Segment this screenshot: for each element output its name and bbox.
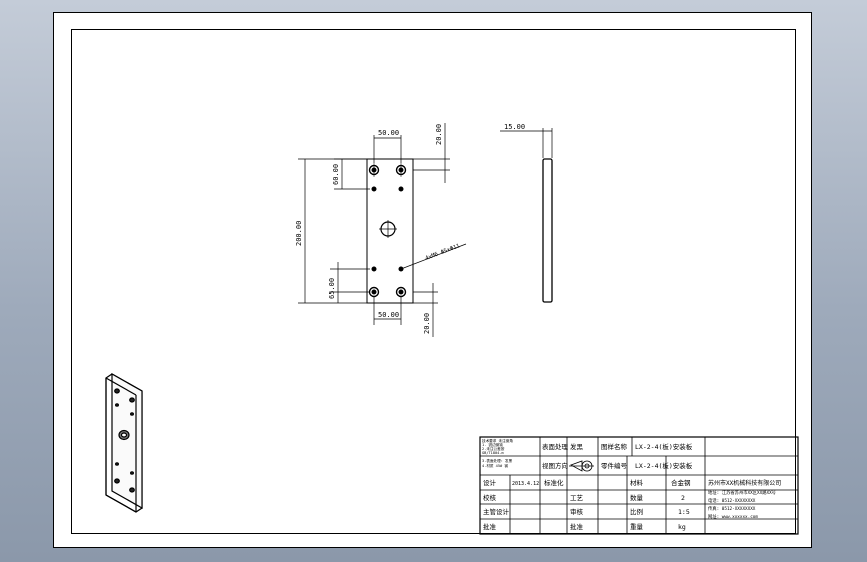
dim-hole-callout: 4xM6 Φ5xΦ11 xyxy=(425,243,461,262)
hole-center xyxy=(398,289,404,295)
std-label: 标准化 xyxy=(544,478,564,487)
approve-label: 批准 xyxy=(483,522,497,531)
design-date: 2013.4.12 xyxy=(512,481,539,487)
projection-symbol-icon xyxy=(569,460,594,472)
tech-note: 1. 锐边倒钝 xyxy=(482,442,503,447)
dim-top-width: 50.00 xyxy=(378,129,399,137)
surface-value: 发黑 xyxy=(570,442,584,451)
tech-note: 4.材质 45# 钢 xyxy=(482,463,508,468)
small-hole xyxy=(398,266,404,272)
qty-value: 2 xyxy=(681,494,685,502)
material-label: 材料 xyxy=(630,478,644,487)
material-value: 合金钢 xyxy=(671,478,691,487)
drawing-name-value: LX-2-4(板)安装板 xyxy=(635,442,693,451)
small-hole xyxy=(398,186,404,192)
title-block-grid xyxy=(479,436,799,535)
drawing-name-label: 图样名称 xyxy=(601,442,628,451)
tech-note: 3.表面处理: 发黑 xyxy=(482,458,513,463)
weight-value: kg xyxy=(678,523,686,531)
scale-label: 比例 xyxy=(630,507,643,516)
projection-label: 视图方向 xyxy=(542,461,568,470)
mount-hole xyxy=(395,286,407,298)
drawing-sheet: 50.00 20.00 60.00 200.00 65.00 50.00 20.… xyxy=(53,12,812,548)
lead-design-label: 主管设计 xyxy=(483,507,510,516)
surface-label: 表面处理 xyxy=(542,442,569,451)
part-code-value: LX-2-4(板)安装板 xyxy=(635,461,693,470)
dimension-lines xyxy=(298,123,553,337)
dim-thickness: 15.00 xyxy=(504,123,525,131)
isometric-view xyxy=(105,372,143,513)
tech-note: 技术要求 未注倒角 xyxy=(482,438,513,443)
front-view xyxy=(366,158,414,304)
qty-label: 数量 xyxy=(630,493,644,502)
process-label: 工艺 xyxy=(570,494,584,502)
company-address: 地址: 江苏省苏州市XX区XX路XX号 xyxy=(708,489,776,496)
tech-note: 2.未注公差按 xyxy=(482,446,505,451)
tech-note: GB/T1804-m xyxy=(482,451,504,455)
dim-lower-pitch: 65.00 xyxy=(328,278,336,299)
small-hole xyxy=(371,186,377,192)
designer-label: 设计 xyxy=(483,478,497,487)
company-tel: 电话: 0512-XXXXXXXX xyxy=(708,497,756,504)
company-web: 网址: www.xxxxxx.com xyxy=(708,513,758,520)
company-fax: 传真: 0512-XXXXXXXX xyxy=(708,505,756,512)
scale-value: 1:5 xyxy=(678,508,690,516)
weight-label: 重量 xyxy=(630,523,644,531)
hole-center xyxy=(371,289,377,295)
part-code-label: 零件编号 xyxy=(601,461,628,470)
check-label: 校核 xyxy=(483,493,497,502)
small-hole xyxy=(371,266,377,272)
company-name: 苏州市XX机械科技有限公司 xyxy=(708,479,781,487)
dim-upper-pitch: 60.00 xyxy=(332,164,340,185)
drawing-border xyxy=(71,29,796,534)
dim-bottom-offset: 20.00 xyxy=(423,313,431,334)
audit-label: 审核 xyxy=(570,507,584,516)
drawing-canvas: 50.00 20.00 60.00 200.00 65.00 50.00 20.… xyxy=(105,123,799,535)
dim-bottom-width: 50.00 xyxy=(378,311,399,319)
dim-top-offset: 20.00 xyxy=(435,124,443,145)
side-view xyxy=(542,158,553,303)
dim-total-height: 200.00 xyxy=(295,221,303,246)
plate-outline xyxy=(366,158,414,304)
sign-label: 批准 xyxy=(570,522,584,531)
